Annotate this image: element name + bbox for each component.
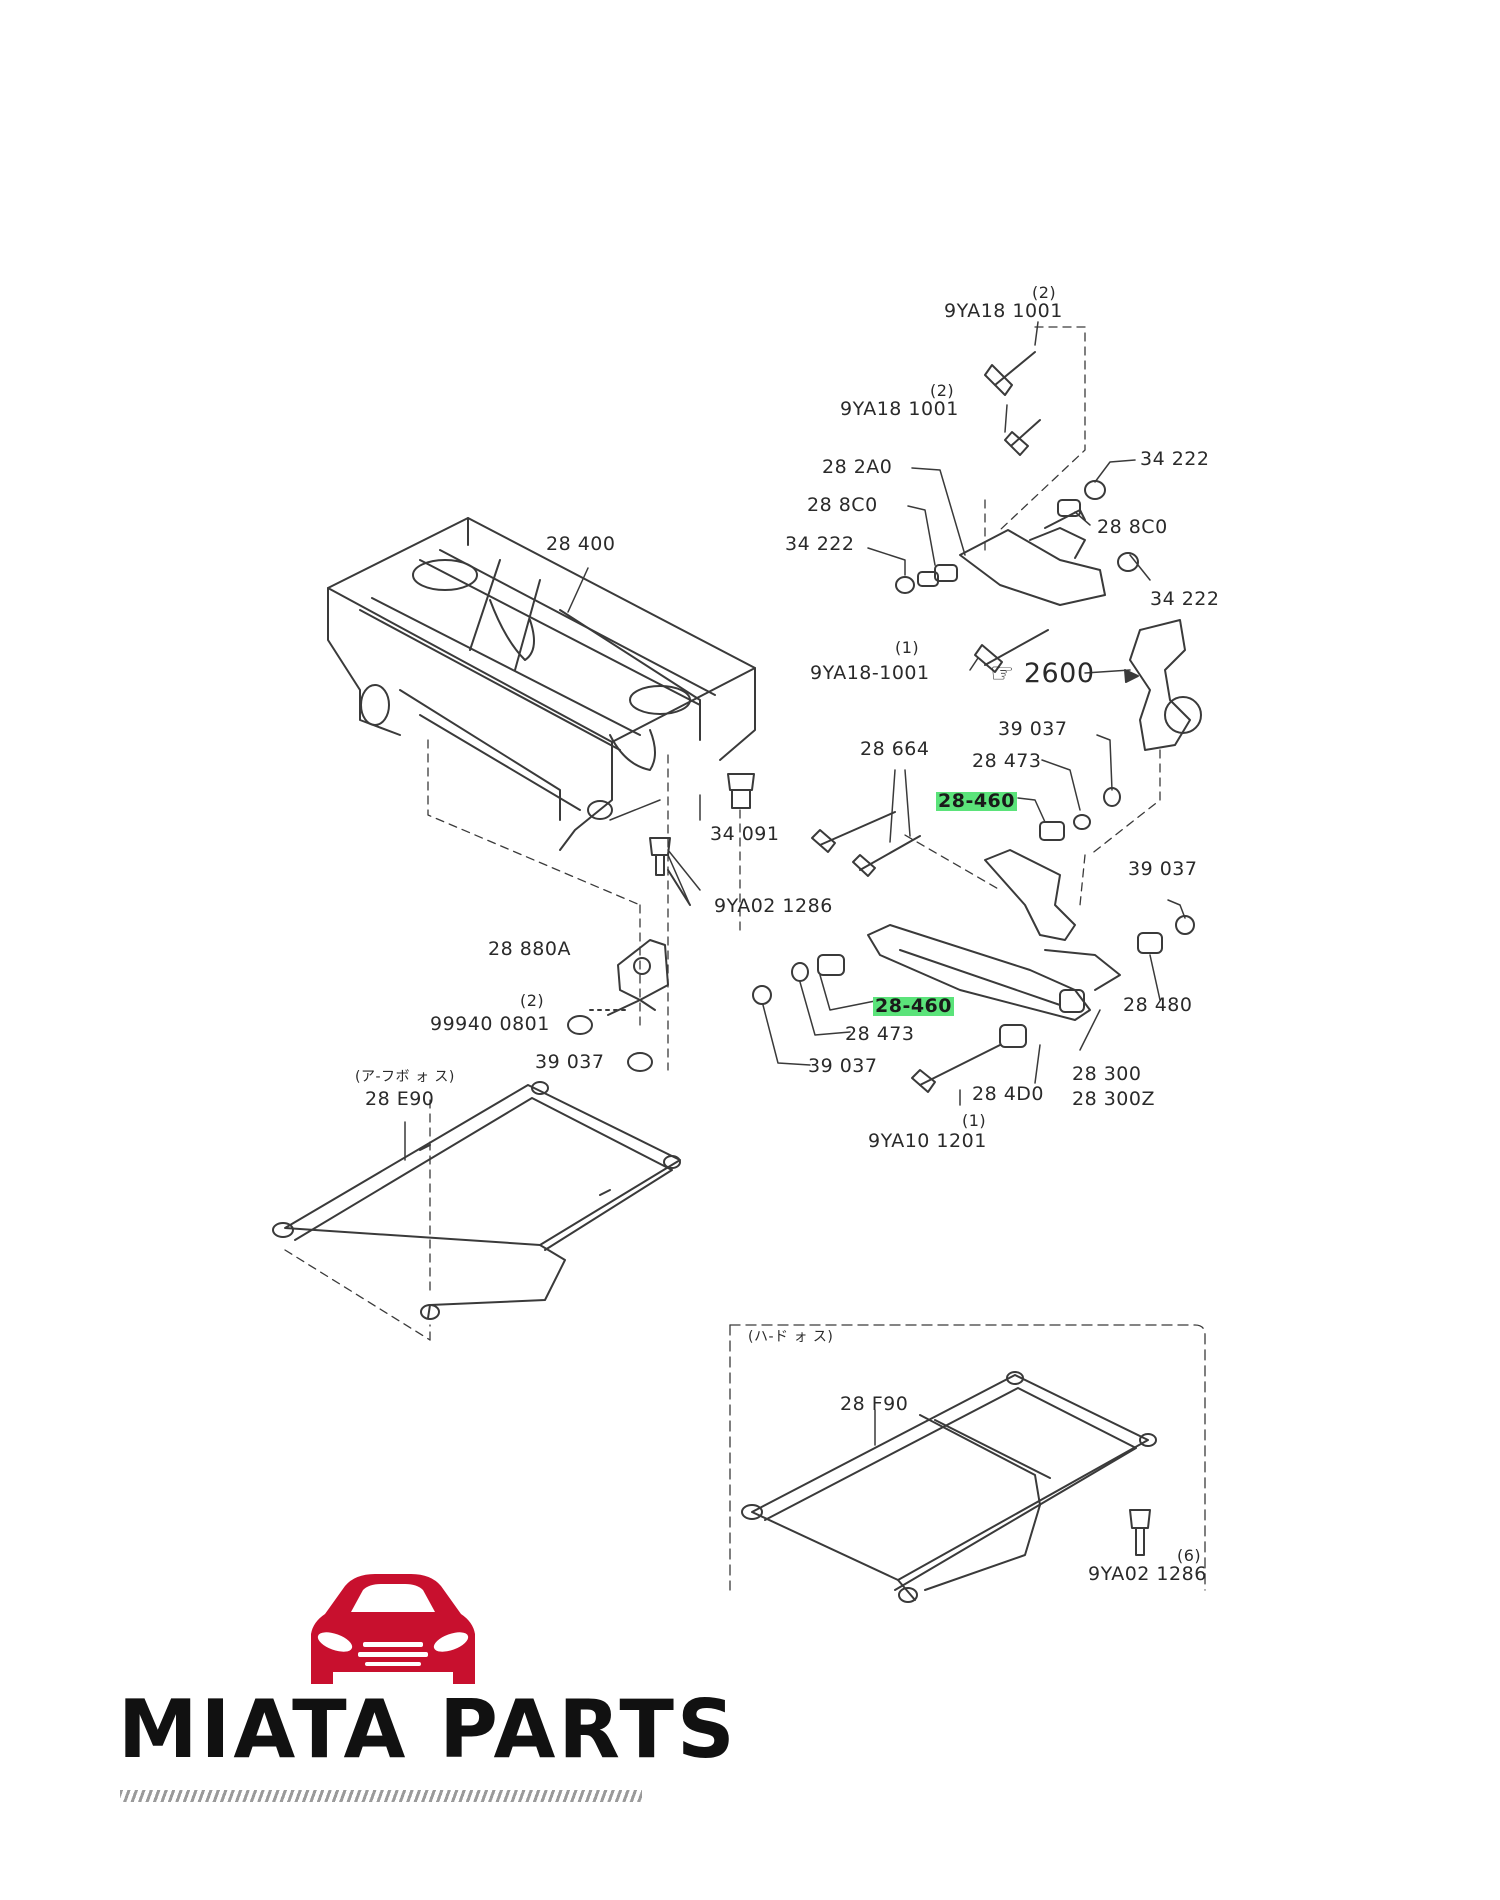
label-mount-nut: 39 037	[535, 1051, 605, 1073]
chassis-brace	[272, 1081, 681, 1320]
lower-arm-assembly	[752, 787, 1195, 1093]
label-hardtop-brace: 28 F90	[840, 1393, 909, 1415]
body-mount	[567, 939, 669, 1072]
upper-arm-assembly	[895, 351, 1202, 751]
label-upper-bolt-lower: 9YA18-1001	[810, 662, 930, 684]
label-body-mount: 28 880A	[488, 938, 571, 960]
label-upper-arm: 28 2A0	[822, 456, 893, 478]
lower-arm-dashed-guides	[904, 834, 1086, 906]
label-lower-nut-low: 39 037	[808, 1055, 878, 1077]
car-front-icon	[311, 1574, 475, 1684]
label-bolt-34091: 34 091	[710, 823, 780, 845]
label-upper-nut-right-top: 34 222	[1140, 448, 1210, 470]
label-upper-bolt-mid: 9YA18 1001	[840, 398, 959, 420]
label-hardtop-bolt-qty: (6)	[1177, 1546, 1202, 1565]
subframe-bolts	[649, 773, 755, 906]
knuckle-arrow	[1124, 669, 1139, 683]
label-lower-bushing-right: 28 480	[1123, 994, 1193, 1016]
label-lower-arm-b: 28 300Z	[1072, 1088, 1155, 1110]
brand-wordmark: MIATA PARTS	[118, 1683, 738, 1776]
label-lower-nut-top: 39 037	[998, 718, 1068, 740]
label-hardtop-note: (ハ-ド ォ ス)	[748, 1329, 834, 1345]
see-reference-icon: ☞	[990, 658, 1015, 689]
hardtop-brace	[741, 1371, 1157, 1603]
label-lower-bolt-qty: (1)	[962, 1111, 987, 1130]
label-lower-arm-a: 28 300	[1072, 1063, 1142, 1085]
label-upper-bolt-lower-qty: (1)	[895, 638, 920, 657]
subframe-dashed-guides	[427, 739, 741, 1071]
label-bushing-28-460-upper: 28-460	[936, 790, 1017, 812]
knuckle-ref-number: 2600	[1023, 658, 1095, 689]
label-upper-bolt-mid-qty: (2)	[930, 381, 955, 400]
label-cam-bolt: 28 664	[860, 738, 930, 760]
label-upper-bushing-right: 28 8C0	[1097, 516, 1168, 538]
subframe-leader-lines	[567, 567, 701, 906]
label-upper-nut-left: 34 222	[785, 533, 855, 555]
label-lower-nut-right: 39 037	[1128, 858, 1198, 880]
label-upper-bolt-top: 9YA18 1001	[944, 300, 1063, 322]
label-hardtop-bolt: 9YA02 1286	[1088, 1563, 1207, 1585]
label-lower-bolt: 9YA10 1201	[868, 1130, 987, 1152]
label-upper-nut-right: 34 222	[1150, 588, 1220, 610]
hardtop-inset-border	[729, 1324, 1206, 1591]
brace-dashed-guides	[284, 1099, 431, 1341]
label-bolt-9ya02-1286: 9YA02 1286	[714, 895, 833, 917]
label-upper-bushing-left: 28 8C0	[807, 494, 878, 516]
label-mount-bolt: 99940 0801	[430, 1013, 550, 1035]
label-brace: 28 E90	[365, 1088, 435, 1110]
upper-arm-leaders	[867, 321, 1151, 674]
brand-underline-stripe	[120, 1790, 642, 1802]
label-bushing-28-460-lower: 28-460	[873, 995, 954, 1017]
label-lower-washer-top: 28 473	[972, 750, 1042, 772]
label-brace-note: (ア-フボ ォ ス)	[355, 1069, 455, 1085]
label-subframe: 28 400	[546, 533, 616, 555]
label-upper-bolt-top-qty: (2)	[1032, 283, 1057, 302]
upper-arm-dashed-guides	[984, 326, 1161, 856]
rear-subframe	[327, 517, 756, 851]
label-mount-bolt-qty: (2)	[520, 991, 545, 1010]
label-knuckle-ref: ☞ 2600	[990, 660, 1095, 687]
label-lower-washer-low: 28 473	[845, 1023, 915, 1045]
lower-arm-leaders	[762, 734, 1186, 1106]
label-lower-bushing-4d0: 28 4D0	[972, 1083, 1045, 1105]
